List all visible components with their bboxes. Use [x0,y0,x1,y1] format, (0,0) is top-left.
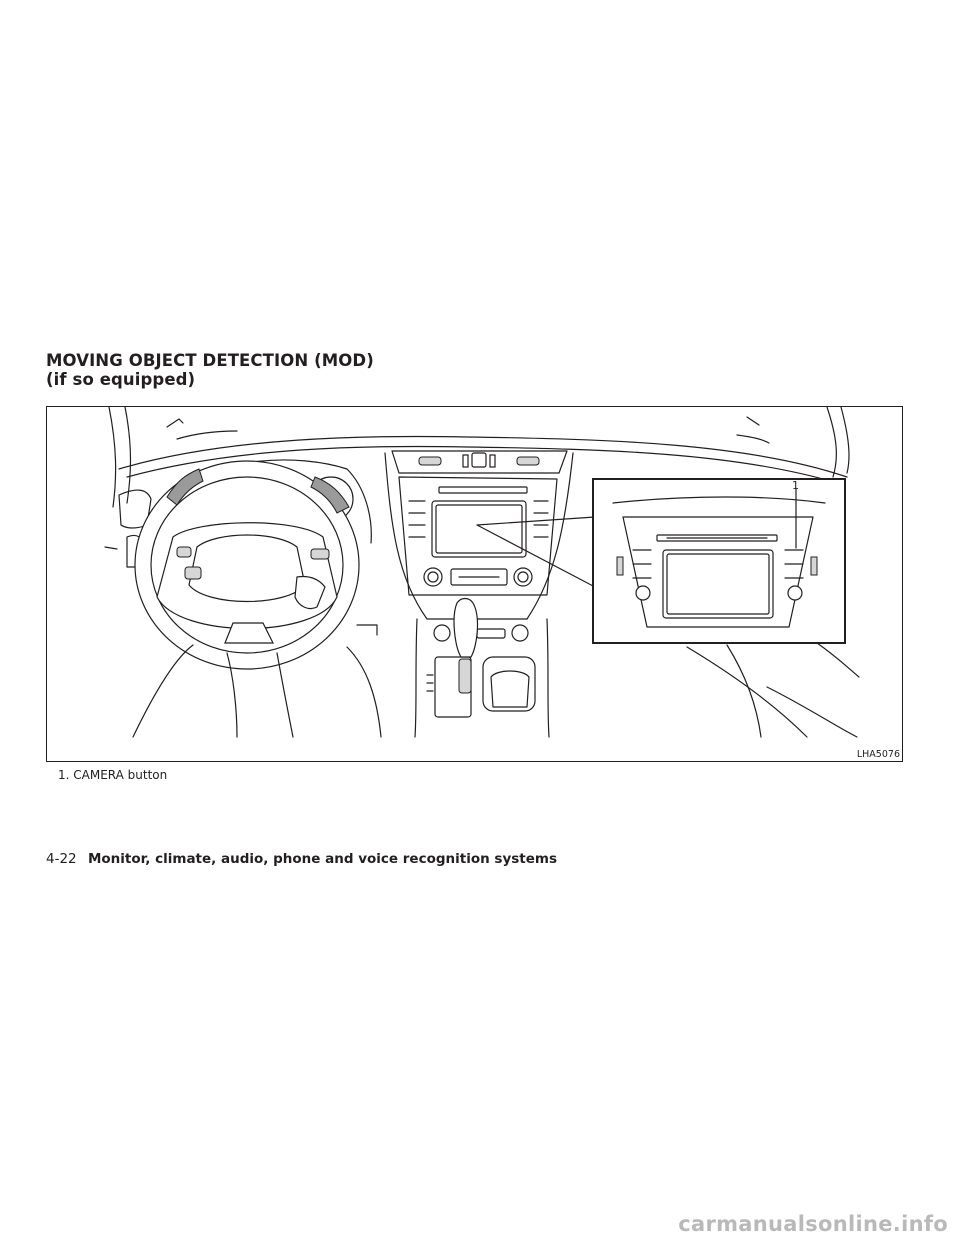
left-knob [423,567,443,587]
page-number: 4-22 [46,851,77,867]
watermark-logo: carmanualsonline.info [678,1212,948,1236]
zoom-inset-radio-panel: 1 [592,478,846,644]
right-a-pillar [826,407,837,478]
center-air-vent [391,450,568,474]
dashboard-top [118,435,848,478]
dashboard-line-drawing: 1 [104,407,860,738]
figure-code: LHA5076 [856,749,900,760]
right-preset-buttons [533,500,549,538]
callout-number: 1 [792,479,799,492]
center-console [414,618,418,738]
footer-section-title: Monitor, climate, audio, phone and voice… [87,851,558,867]
gear-shift-lever [453,597,479,658]
right-knob [513,567,533,587]
dashboard-illustration: 1 LHA5076 [46,406,903,762]
callout-connector-bottom [476,524,596,588]
figure-caption: 1. CAMERA button [58,768,168,782]
section-heading-line-1: MOVING OBJECT DETECTION (MOD) [46,351,374,370]
left-a-pillar [108,407,117,508]
page-footer: 4-22 Monitor, climate, audio, phone and … [46,851,557,867]
inset-display [662,549,774,619]
section-heading-line-2: (if so equipped) [46,370,196,389]
center-display [431,500,527,558]
left-preset-buttons [408,500,426,538]
steering-wheel [134,460,360,670]
callout-connector-top [476,516,596,526]
section-heading: MOVING OBJECT DETECTION (MOD) (if so equ… [46,351,374,389]
cup-holder [482,656,536,712]
